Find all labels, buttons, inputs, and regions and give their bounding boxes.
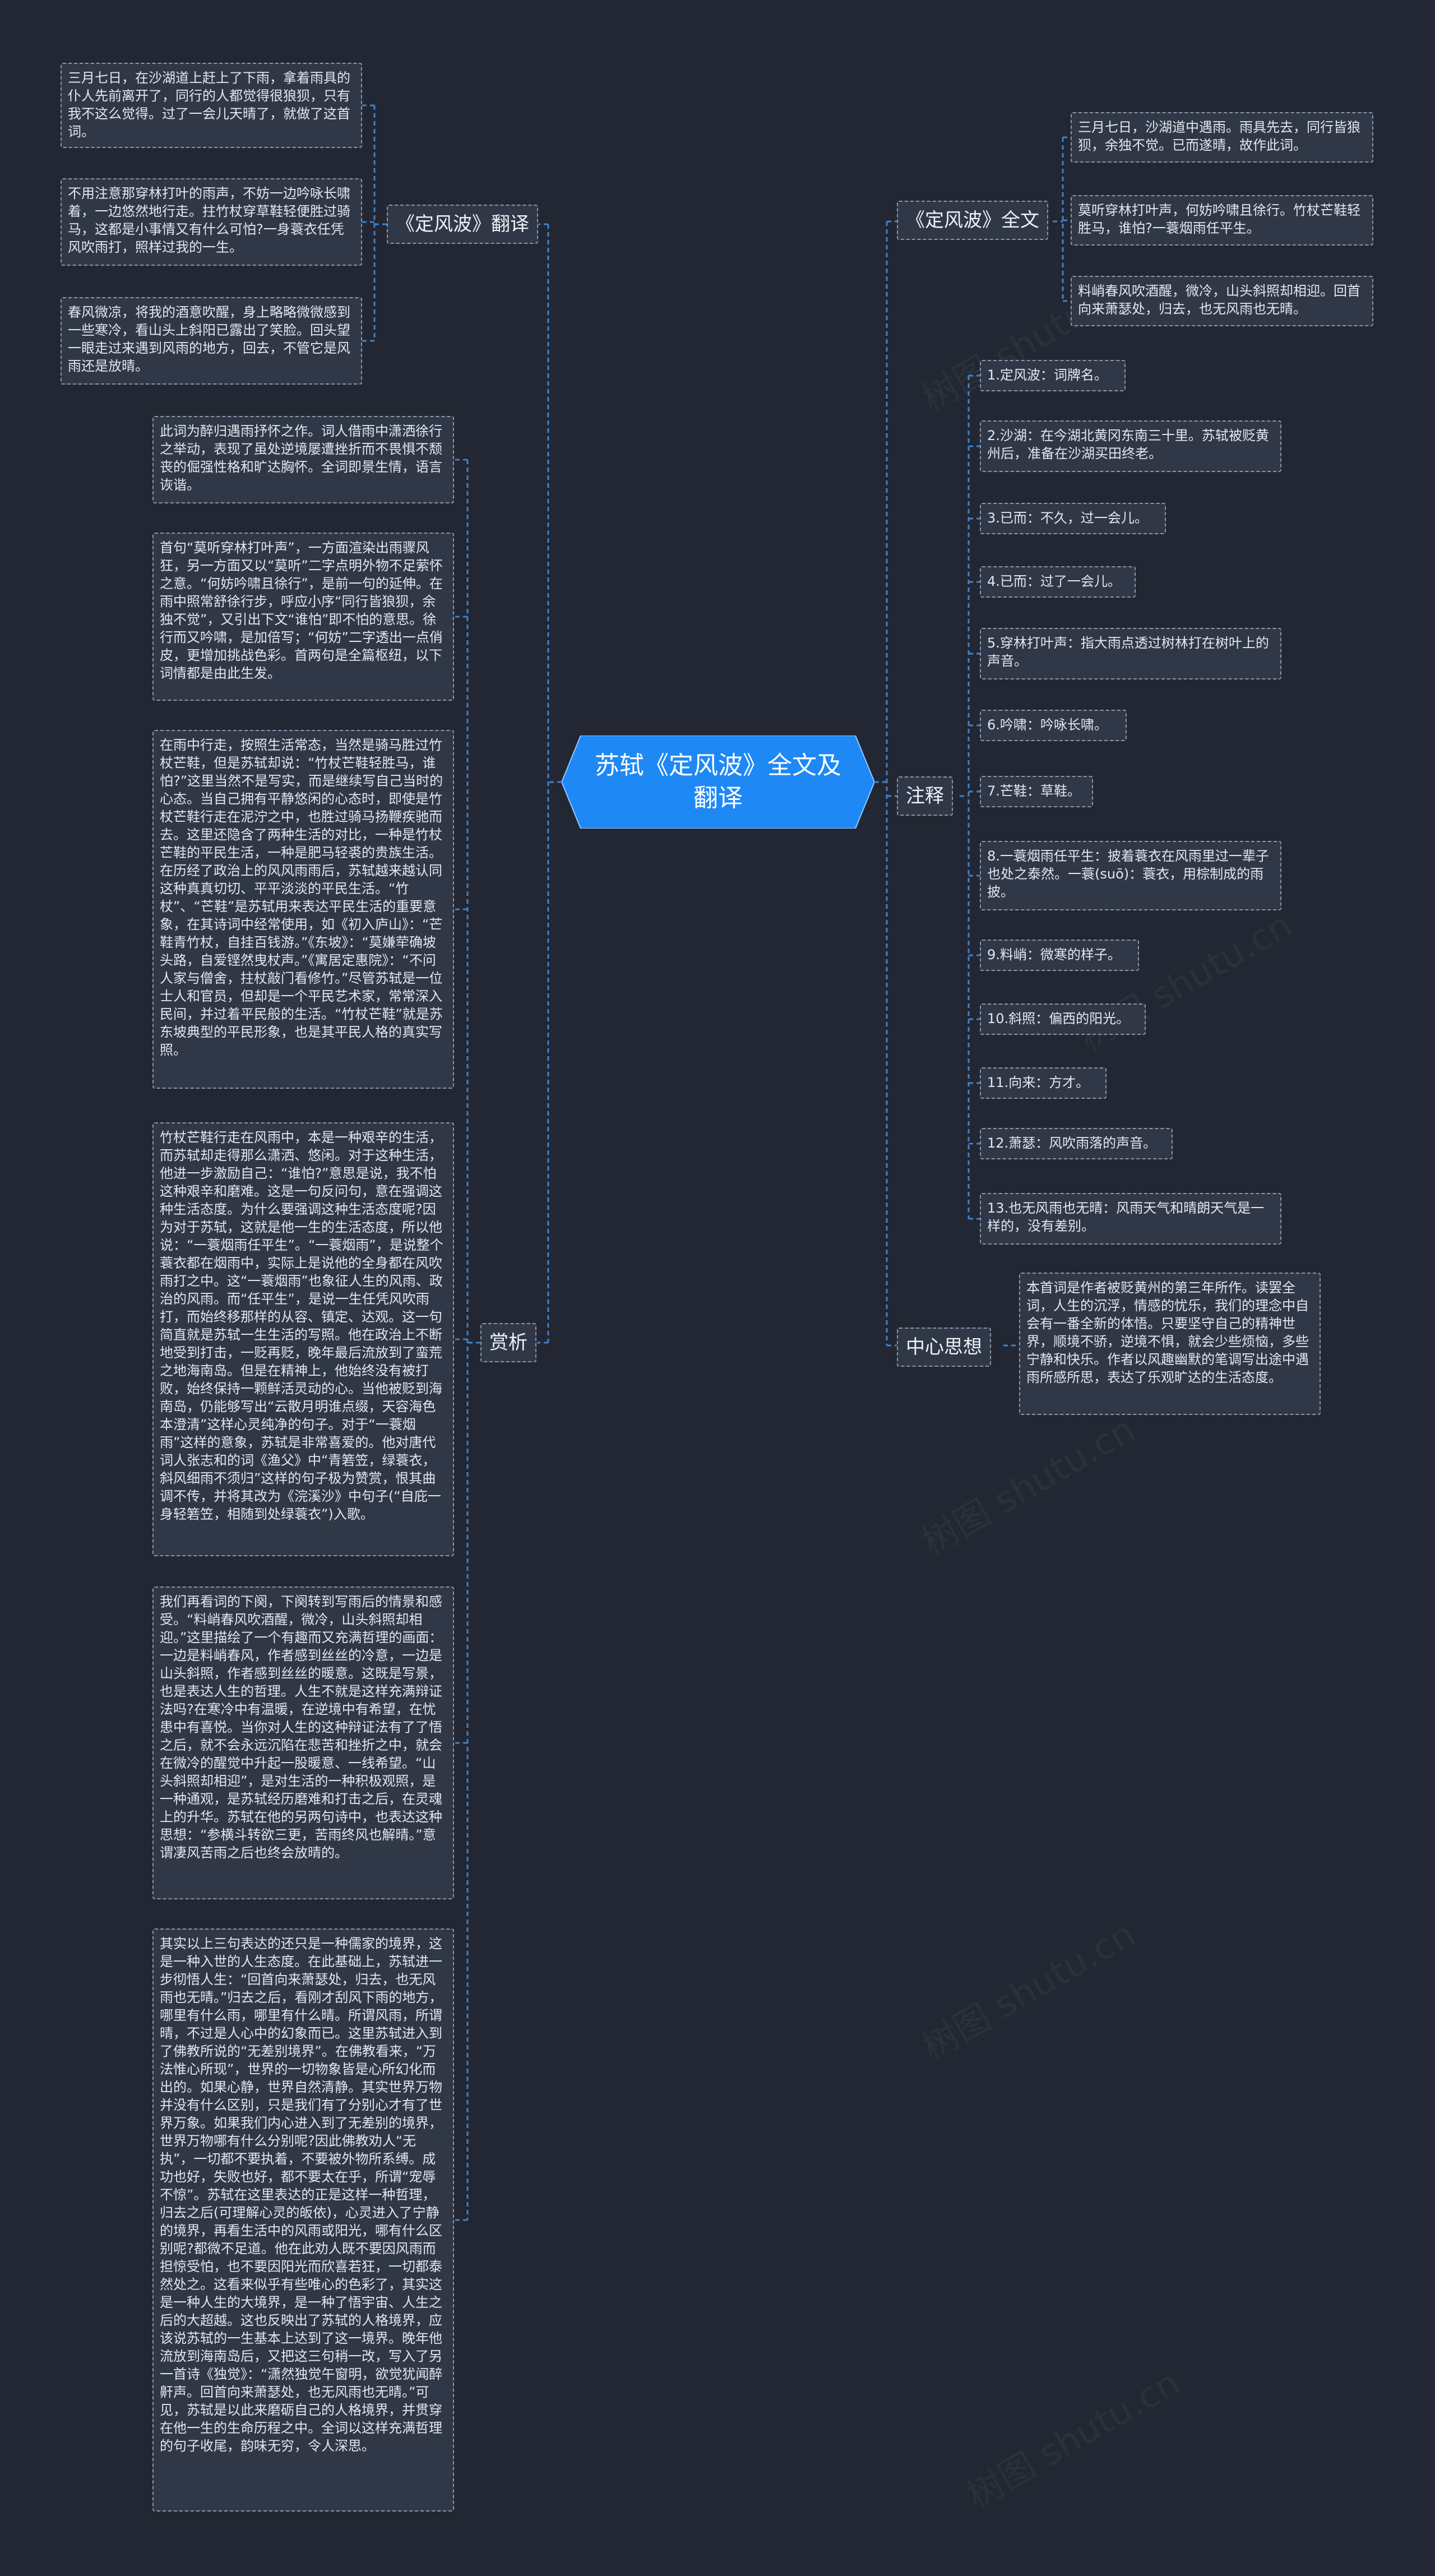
appreciation-paragraph: 我们再看词的下阕，下阕转到写雨后的情景和感受。“料峭春风吹酒醒，微冷，山头斜照却… [152, 1587, 454, 1899]
translation-item: 三月七日，在沙湖道上赶上了下雨，拿着雨具的仆人先前离开了，同行的人都觉得很狼狈，… [61, 63, 362, 148]
translation-item: 不用注意那穿林打叶的雨声，不妨一边吟咏长啸着，一边悠然地行走。拄竹杖穿草鞋轻便胜… [61, 178, 362, 266]
central-idea-text: 本首词是作者被贬黄州的第三年所作。读罢全词，人生的沉浮，情感的忧乐，我们的理念中… [1019, 1273, 1321, 1415]
appreciation-paragraph: 首句“莫听穿林打叶声”，一方面渲染出雨骤风狂，另一方面又以“莫听”二字点明外物不… [152, 533, 454, 701]
branch-central-idea[interactable]: 中心思想 [897, 1328, 991, 1367]
appreciation-paragraph: 其实以上三句表达的还只是一种儒家的境界，这是一种入世的人生态度。在此基础上，苏轼… [152, 1928, 454, 2512]
appreciation-paragraph: 在雨中行走，按照生活常态，当然是骑马胜过竹杖芒鞋，但是苏轼却说：“竹杖芒鞋轻胜马… [152, 730, 454, 1089]
fulltext-item: 料峭春风吹酒醒，微冷，山头斜照却相迎。回首向来萧瑟处，归去，也无风雨也无晴。 [1071, 276, 1373, 326]
note-item: 13.也无风雨也无晴：风雨天气和晴朗天气是一样的，没有差别。 [980, 1193, 1281, 1245]
note-item: 12.萧瑟：风吹雨落的声音。 [980, 1128, 1173, 1159]
note-item: 10.斜照：偏西的阳光。 [980, 1003, 1146, 1035]
note-item: 2.沙湖：在今湖北黄冈东南三十里。苏轼被贬黄州后，准备在沙湖买田终老。 [980, 420, 1281, 472]
note-item: 5.穿林打叶声：指大雨点透过树林打在树叶上的声音。 [980, 628, 1281, 679]
fulltext-item: 莫听穿林打叶声，何妨吟啸且徐行。竹杖芒鞋轻胜马，谁怕?一蓑烟雨任平生。 [1071, 195, 1373, 246]
note-item: 9.料峭：微寒的样子。 [980, 940, 1139, 971]
branch-appreciation[interactable]: 赏析 [480, 1323, 536, 1362]
branch-translation[interactable]: 《定风波》翻译 [387, 205, 538, 244]
appreciation-paragraph: 竹杖芒鞋行走在风雨中，本是一种艰辛的生活，而苏轼却走得那么潇洒、悠闲。对于这种生… [152, 1122, 454, 1556]
note-item: 3.已而：不久，过一会儿。 [980, 503, 1166, 534]
translation-item: 春风微凉，将我的酒意吹醒，身上略略微微感到一些寒冷，看山头上斜阳已露出了笑脸。回… [61, 297, 362, 385]
note-item: 7.芒鞋：草鞋。 [980, 776, 1093, 807]
fulltext-item: 三月七日，沙湖道中遇雨。雨具先去，同行皆狼狈，余独不觉。已而遂晴，故作此词。 [1071, 112, 1373, 163]
note-item: 1.定风波：词牌名。 [980, 360, 1126, 391]
note-item: 4.已而：过了一会儿。 [980, 566, 1136, 598]
root-node[interactable]: 苏轼《定风波》全文及翻译 [562, 736, 874, 829]
root-node-shape [562, 736, 874, 829]
branch-fulltext[interactable]: 《定风波》全文 [897, 201, 1048, 240]
note-item: 8.一蓑烟雨任平生：披着蓑衣在风雨里过一辈子也处之泰然。一蓑(suō)：蓑衣，用… [980, 841, 1281, 910]
note-item: 6.吟啸：吟咏长啸。 [980, 710, 1127, 741]
root-title: 苏轼《定风波》全文及翻译 [595, 751, 841, 812]
appreciation-paragraph: 此词为醉归遇雨抒怀之作。词人借雨中潇洒徐行之举动，表现了虽处逆境屡遭挫折而不畏惧… [152, 416, 454, 503]
note-item: 11.向来：方才。 [980, 1067, 1107, 1099]
branch-notes[interactable]: 注释 [897, 776, 953, 816]
